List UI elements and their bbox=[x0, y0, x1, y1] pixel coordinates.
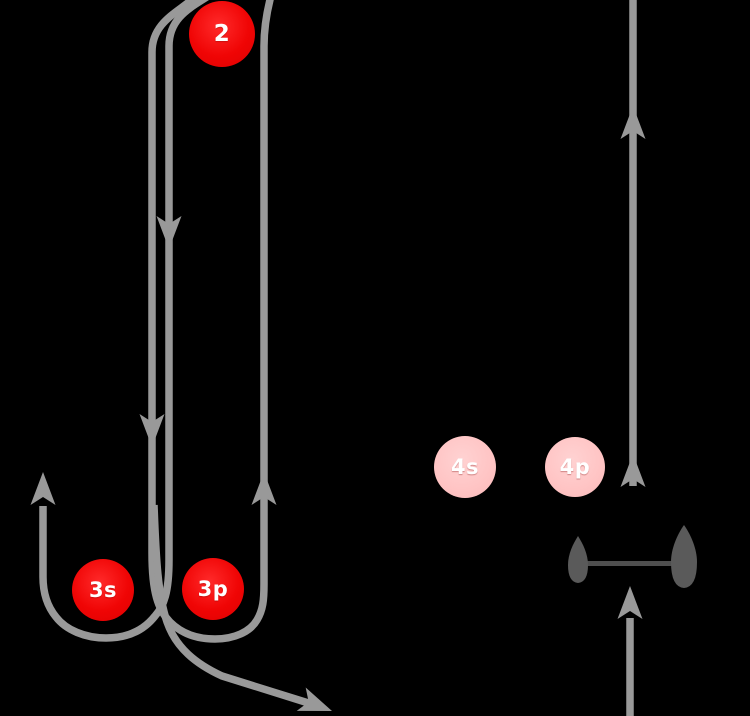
up-arrow-icon bbox=[251, 472, 277, 505]
orbital-3p-label: 3p bbox=[197, 577, 229, 601]
p-orbital-dumbbell-icon bbox=[568, 525, 697, 588]
up-arrow-icon bbox=[620, 106, 646, 139]
orbital-2-label: 2 bbox=[213, 21, 231, 47]
diagonal-exit-arrow-icon bbox=[296, 687, 332, 711]
up-arrow-icon bbox=[617, 586, 643, 619]
orbital-4p-label: 4p bbox=[559, 455, 591, 479]
orbital-2-circle: 2 bbox=[189, 1, 255, 67]
diagonal-exit-path bbox=[150, 504, 320, 710]
orbital-3p-circle: 3p bbox=[182, 558, 244, 620]
up-arrow-terminal-icon bbox=[30, 472, 56, 505]
orbital-4s-label: 4s bbox=[450, 455, 480, 479]
orbital-3s-label: 3s bbox=[88, 578, 118, 602]
orbital-4s-circle: 4s bbox=[434, 436, 496, 498]
down-arrow-icon bbox=[156, 216, 182, 249]
down-arrow-icon bbox=[139, 414, 165, 447]
loop-2-3s-path bbox=[39, 0, 210, 642]
orbital-4p-circle: 4p bbox=[545, 437, 605, 497]
orbital-3s-circle: 3s bbox=[72, 559, 134, 621]
up-arrow-icon bbox=[620, 454, 646, 487]
